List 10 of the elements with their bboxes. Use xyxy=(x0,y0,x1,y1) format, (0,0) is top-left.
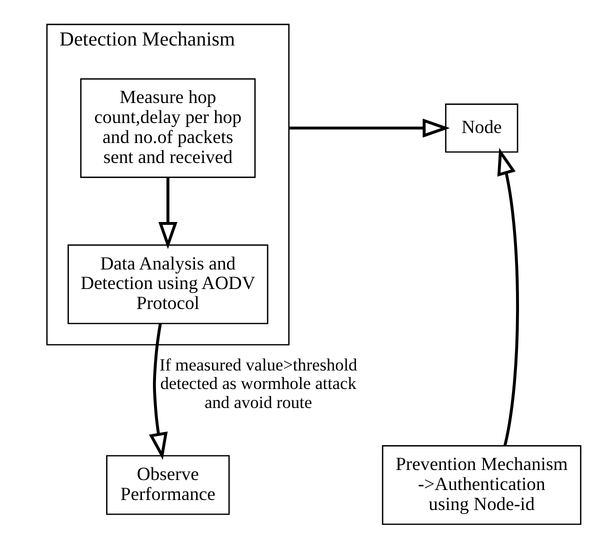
node-box: Node xyxy=(444,104,518,153)
arrow xyxy=(288,118,450,138)
node-box: Prevention Mechanism ->Authentication using Node-id xyxy=(381,445,581,525)
node-box: Measure hop count,delay per hop and no.of packets sent and received xyxy=(80,78,256,178)
edge-label: If measured value>threshold detected as wormhole attack and avoid route xyxy=(158,356,357,412)
arrow xyxy=(496,148,518,446)
node-box: Observe Performance xyxy=(106,455,230,515)
arrow xyxy=(158,178,177,250)
arrow xyxy=(148,324,168,460)
node-box: Data Analysis and Detection using AODV Protocol xyxy=(67,244,268,324)
